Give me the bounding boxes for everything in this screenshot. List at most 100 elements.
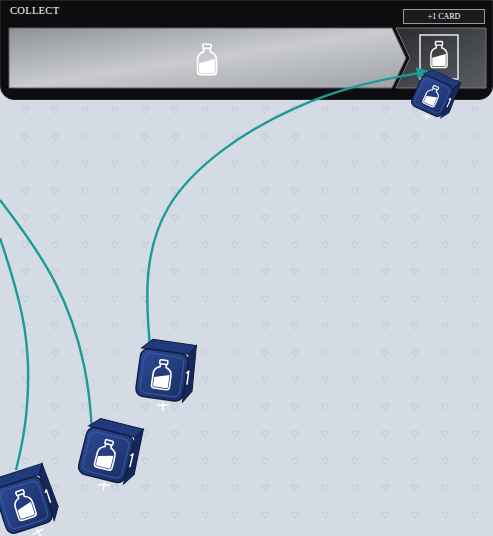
pattern-symbol (52, 215, 58, 221)
pattern-symbol (262, 323, 268, 329)
pattern-symbol (442, 188, 448, 194)
pattern-symbol (262, 269, 268, 275)
pattern-symbol (472, 134, 478, 140)
pattern-symbol (232, 350, 238, 356)
pattern-symbol (382, 134, 388, 140)
pattern-symbol (82, 512, 88, 518)
pattern-symbol (322, 188, 328, 194)
potion-icon (151, 359, 173, 390)
pattern-symbol (202, 242, 208, 248)
pattern-symbol (322, 107, 328, 113)
pattern-symbol (412, 404, 418, 410)
pattern-symbol (22, 269, 28, 275)
pattern-symbol (382, 323, 388, 329)
pattern-symbol (382, 107, 388, 113)
pattern-symbol (442, 242, 448, 248)
pattern-symbol (442, 296, 448, 302)
pattern-symbol (22, 485, 28, 491)
pattern-symbol (352, 485, 358, 491)
pattern-symbol (472, 269, 478, 275)
pattern-symbol (112, 458, 118, 464)
pattern-symbol (412, 161, 418, 167)
pattern-symbol (52, 269, 58, 275)
pattern-symbol (82, 485, 88, 491)
pattern-symbol (202, 215, 208, 221)
pattern-symbol (142, 512, 148, 518)
pattern-symbol (472, 404, 478, 410)
pattern-symbol (262, 350, 268, 356)
pattern-symbol (292, 431, 298, 437)
pattern-symbol (472, 431, 478, 437)
pattern-symbol (172, 215, 178, 221)
pattern-symbol (412, 242, 418, 248)
pattern-symbol (442, 431, 448, 437)
pattern-symbol (382, 377, 388, 383)
pattern-symbol (202, 107, 208, 113)
pattern-symbol (82, 323, 88, 329)
pattern-symbol (352, 242, 358, 248)
collect-band (9, 28, 406, 88)
pattern-symbol (202, 296, 208, 302)
pattern-symbol (82, 188, 88, 194)
pattern-symbol (442, 134, 448, 140)
pattern-symbol (202, 431, 208, 437)
pattern-symbol (442, 377, 448, 383)
pattern-symbol (172, 458, 178, 464)
pattern-symbol (22, 404, 28, 410)
pattern-symbol (22, 107, 28, 113)
pattern-symbol (262, 242, 268, 248)
pattern-symbol (412, 296, 418, 302)
pattern-symbol (232, 296, 238, 302)
pattern-symbol (22, 431, 28, 437)
pattern-symbol (382, 161, 388, 167)
pattern-symbol (172, 296, 178, 302)
pattern-symbol (82, 107, 88, 113)
pattern-symbol (382, 296, 388, 302)
pattern-symbol (472, 296, 478, 302)
pattern-symbol (292, 512, 298, 518)
pattern-symbol (112, 242, 118, 248)
pattern-symbol (442, 458, 448, 464)
pattern-symbol (202, 323, 208, 329)
pattern-symbol (112, 269, 118, 275)
pattern-symbol (112, 350, 118, 356)
pattern-symbol (262, 161, 268, 167)
pattern-symbol (142, 296, 148, 302)
pattern-symbol (322, 269, 328, 275)
motion-arrow (0, 238, 28, 470)
pattern-symbol (352, 134, 358, 140)
pattern-symbol (82, 242, 88, 248)
pattern-symbol (322, 242, 328, 248)
pattern-symbol (352, 404, 358, 410)
pattern-symbol (472, 107, 478, 113)
pattern-symbol (22, 242, 28, 248)
pattern-symbol (322, 161, 328, 167)
pattern-symbol (412, 188, 418, 194)
pattern-symbol (172, 323, 178, 329)
pattern-symbol (172, 107, 178, 113)
pattern-symbol (442, 404, 448, 410)
pattern-symbol (22, 134, 28, 140)
pattern-symbol (82, 161, 88, 167)
pattern-symbol (382, 269, 388, 275)
pattern-symbol (142, 107, 148, 113)
pattern-symbol (172, 188, 178, 194)
pattern-symbol (22, 512, 28, 518)
pattern-symbol (22, 350, 28, 356)
pattern-symbol (232, 215, 238, 221)
pattern-symbol (322, 431, 328, 437)
pattern-symbol (202, 377, 208, 383)
pattern-symbol (112, 323, 118, 329)
pattern-symbol (322, 377, 328, 383)
pattern-symbol (472, 242, 478, 248)
blue-die (74, 416, 145, 498)
pattern-symbol (232, 323, 238, 329)
pattern-symbol (82, 215, 88, 221)
pattern-symbol (382, 431, 388, 437)
pattern-symbol (352, 350, 358, 356)
pattern-symbol (82, 269, 88, 275)
pattern-symbol (172, 512, 178, 518)
pattern-symbol (262, 134, 268, 140)
pattern-symbol (352, 107, 358, 113)
pattern-symbol (382, 485, 388, 491)
